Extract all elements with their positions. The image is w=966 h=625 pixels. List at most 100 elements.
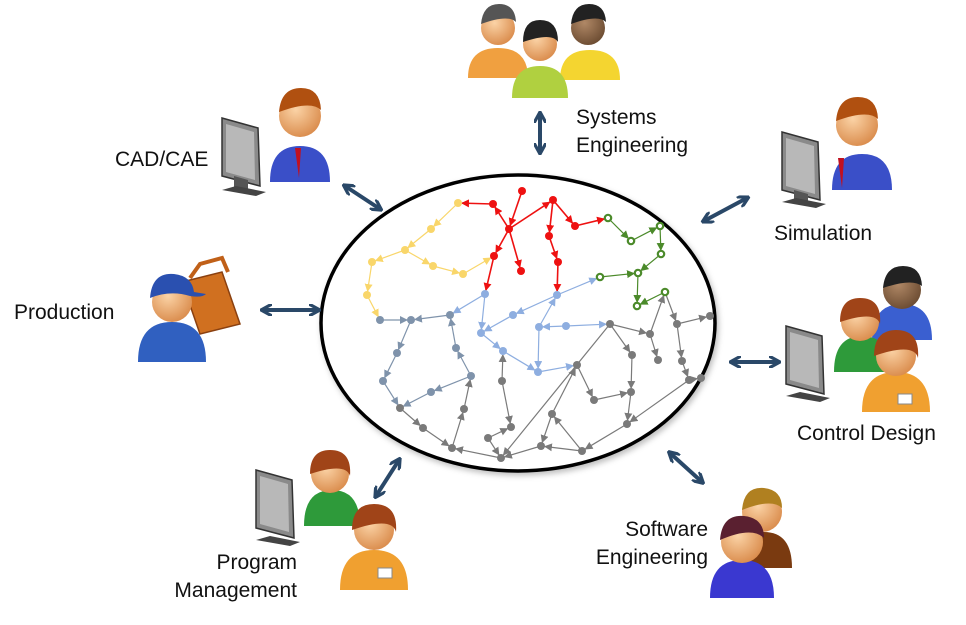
graph-node [537, 442, 545, 450]
graph-node [548, 410, 556, 418]
dependency-graph [363, 187, 714, 462]
graph-node [632, 301, 642, 311]
graph-node [460, 405, 468, 413]
graph-edge [584, 423, 628, 450]
graph-edge [433, 202, 459, 227]
connector-arrow-software [670, 453, 702, 482]
graph-edge [502, 350, 536, 371]
graph-edge [553, 261, 562, 293]
graph-node [396, 404, 404, 412]
graph-node [595, 272, 605, 282]
graph-edge [495, 228, 510, 254]
graph-edge [422, 427, 450, 447]
graph-edge [609, 323, 631, 353]
graph-node [534, 368, 542, 376]
graph-edge [480, 332, 501, 350]
graph-edge [508, 190, 523, 227]
graph-edge [494, 206, 510, 230]
graph-edge [508, 201, 551, 230]
graph-node [448, 444, 456, 452]
graph-edge [501, 380, 513, 425]
graph-edge [432, 265, 461, 276]
graph-node [505, 225, 513, 233]
graph-edge [543, 443, 583, 452]
graph-node [446, 311, 454, 319]
graph-edge [537, 363, 575, 373]
graph-edge [463, 378, 473, 410]
person-at-computer-icon-simulation [781, 97, 892, 208]
graph-node [549, 196, 557, 204]
graph-edge [407, 228, 432, 249]
graph-node [678, 357, 686, 365]
graph-edge [599, 270, 636, 279]
graph-edge [640, 253, 662, 272]
graph-node [477, 329, 485, 337]
graph-node [654, 356, 662, 364]
graph-node [489, 200, 497, 208]
graph-node [603, 213, 613, 223]
graph-node [517, 267, 525, 275]
graph-node [660, 287, 670, 297]
graph-node [459, 270, 467, 278]
graph-node [545, 232, 553, 240]
graph-edge [498, 353, 507, 382]
graph-edge [556, 277, 598, 296]
graph-edge [624, 391, 633, 422]
graph-node [697, 374, 705, 382]
graph-edge [664, 291, 677, 322]
graph-node [484, 434, 492, 442]
label-cad-cae: CAD/CAE [115, 148, 209, 171]
graph-node [393, 349, 401, 357]
graph-node [407, 316, 415, 324]
graph-node [467, 372, 475, 380]
graph-edge [546, 199, 555, 234]
graph-node [427, 388, 435, 396]
graph-edge [576, 364, 593, 398]
graph-edge [551, 367, 576, 415]
graph-edge [502, 323, 611, 456]
graph-edge [534, 326, 543, 370]
graph-edge [639, 291, 666, 305]
graph-edge [629, 379, 690, 423]
graph-edge [366, 294, 379, 318]
graph-edge [676, 323, 685, 359]
graph-node [562, 322, 570, 330]
graph-edge [540, 413, 553, 444]
graph-node [673, 320, 681, 328]
graph-edge [374, 249, 406, 262]
graph-node [363, 291, 371, 299]
label-software-engineering: Software Engineering [595, 518, 708, 569]
graph-node [419, 424, 427, 432]
graph-edge [364, 261, 373, 293]
graph-edge [382, 380, 399, 406]
graph-node [518, 187, 526, 195]
graph-edge [462, 257, 492, 275]
graph-edge [508, 228, 522, 269]
graph-edge [676, 314, 708, 325]
graph-edge [627, 354, 636, 390]
label-simulation: Simulation [774, 222, 873, 245]
connector-arrow-simulation [704, 198, 747, 221]
label-systems-engineering: Systems Engineering [576, 106, 689, 157]
graph-edge [452, 293, 486, 314]
graph-node [452, 344, 460, 352]
graph-edge [565, 320, 608, 329]
graph-node [490, 252, 498, 260]
label-production: Production [14, 301, 115, 324]
team-at-computer-icon [785, 266, 932, 412]
manager-with-computer-icon [255, 450, 408, 590]
team-of-three-icon [468, 4, 620, 98]
graph-node [590, 396, 598, 404]
graph-node [553, 291, 561, 299]
graph-edge [457, 350, 472, 377]
graph-node [368, 258, 376, 266]
graph-edge [478, 293, 487, 331]
label-control-design: Control Design [797, 422, 936, 445]
graph-edge [399, 407, 421, 427]
graph-edge [448, 317, 457, 349]
graph-edge [483, 255, 495, 292]
graph-node [578, 447, 586, 455]
graph-edge [552, 199, 574, 224]
two-developers-icon [710, 487, 792, 598]
graph-node [628, 351, 636, 359]
